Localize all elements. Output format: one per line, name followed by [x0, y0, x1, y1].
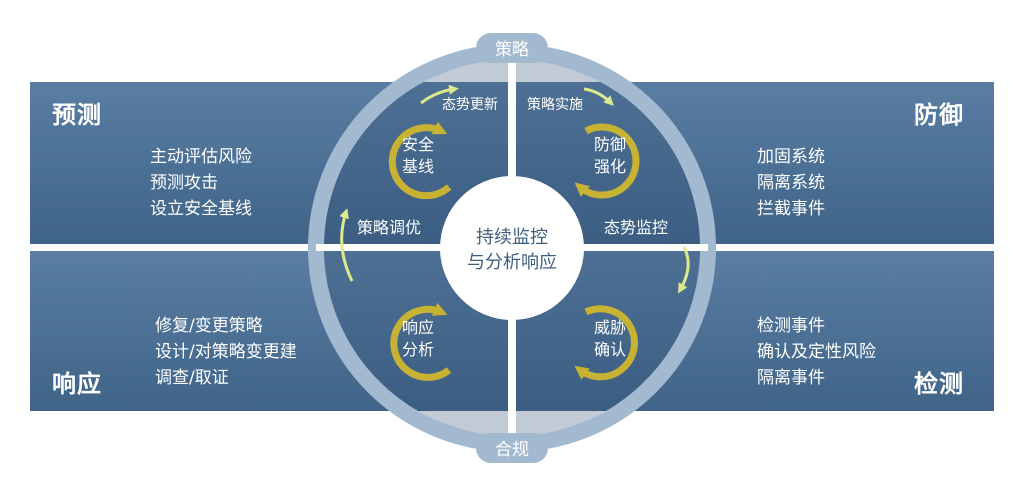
predict-items: 主动评估风险 预测攻击 设立安全基线 — [150, 144, 252, 222]
predict-item: 预测攻击 — [150, 173, 218, 193]
cycle-bl: 响应 分析 — [390, 302, 452, 381]
quadrant-title-defend: 防御 — [914, 101, 964, 129]
quadrant-detect — [516, 251, 994, 411]
cycle-tr-line1: 防御 — [594, 135, 626, 154]
detect-item: 确认及定性风险 — [757, 342, 876, 362]
cycle-tl-line2: 基线 — [402, 157, 434, 176]
transition-top-right: 策略实施 — [527, 96, 583, 113]
center-circle — [440, 176, 584, 320]
cycle-br-line1: 威胁 — [594, 318, 626, 337]
cycle-arrow-icon — [574, 123, 640, 199]
flow-arrow-top-right-icon — [583, 87, 614, 106]
ring-top-badge — [476, 33, 548, 63]
defend-items: 加固系统 隔离系统 拦截事件 — [757, 144, 825, 222]
cycle-arrow-icon — [388, 121, 452, 200]
detect-item: 检测事件 — [757, 316, 825, 336]
flow-arrow-right-icon — [677, 246, 690, 294]
transition-top-left: 态势更新 — [442, 97, 498, 113]
cycle-bl-line1: 响应 — [402, 318, 434, 337]
respond-item: 修复/变更策略 — [155, 316, 263, 336]
quadrant-title-predict: 预测 — [52, 101, 102, 129]
flow-arrow-top-left-icon — [420, 84, 459, 105]
cycle-bl-line2: 分析 — [402, 340, 434, 359]
respond-item: 设计/对策略变更建 — [155, 342, 297, 362]
quadrant-title-respond: 响应 — [52, 370, 102, 398]
center-line1: 持续监控 — [476, 227, 548, 248]
quadrant-defend — [516, 82, 994, 244]
cycle-arrow-icon — [574, 305, 638, 381]
detect-items: 检测事件 确认及定性风险 隔离事件 — [757, 313, 876, 391]
detect-item: 隔离事件 — [757, 368, 825, 388]
defend-item: 拦截事件 — [757, 199, 825, 219]
respond-items: 修复/变更策略 设计/对策略变更建 调查/取证 — [155, 313, 297, 391]
cycle-br: 威胁 确认 — [574, 305, 638, 381]
quadrant-title-detect: 检测 — [914, 370, 964, 398]
ring-label-bottom: 合规 — [495, 440, 529, 460]
cycle-tr: 防御 强化 — [574, 123, 640, 199]
cycle-tl: 安全 基线 — [388, 121, 452, 200]
ring-bottom-badge — [476, 433, 548, 463]
cycle-tl-line1: 安全 — [402, 135, 434, 154]
predict-item: 设立安全基线 — [150, 199, 252, 219]
transition-mid-right: 态势监控 — [604, 218, 668, 237]
cycle-br-line2: 确认 — [594, 340, 626, 359]
ring-label-top: 策略 — [495, 40, 529, 60]
respond-item: 调查/取证 — [155, 368, 229, 388]
cycle-arrow-icon — [390, 302, 452, 381]
defend-item: 隔离系统 — [757, 173, 825, 193]
defend-item: 加固系统 — [757, 147, 825, 167]
quadrant-respond — [30, 251, 508, 411]
transition-mid-left: 策略调优 — [357, 218, 421, 237]
cycle-tr-line2: 强化 — [594, 157, 626, 176]
center-line2: 与分析响应 — [467, 252, 557, 273]
quadrant-predict — [30, 82, 508, 244]
flow-arrow-left-icon — [339, 208, 354, 282]
predict-item: 主动评估风险 — [150, 147, 252, 167]
